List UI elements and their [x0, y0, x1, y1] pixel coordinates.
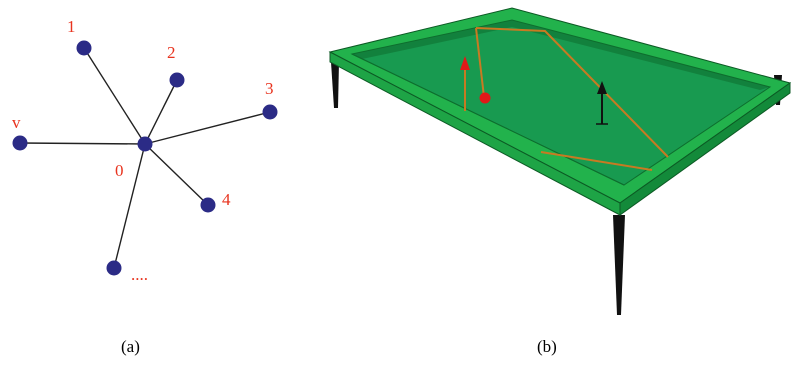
- cushion-back: [352, 20, 512, 59]
- edge-0-more: [113, 143, 146, 269]
- red-arrow-head: [460, 56, 470, 70]
- ball-trajectory-bounces: [475, 27, 669, 158]
- graph-nodes: [12, 40, 278, 276]
- graph-labels: 0 1 2 3 v 4 ....: [12, 17, 274, 284]
- label-node-more: ....: [131, 265, 148, 284]
- panel-b-billiard-table: (b): [328, 7, 792, 356]
- ball-trajectory-lower: [540, 151, 653, 171]
- edge-0-4: [144, 143, 209, 206]
- node-v: [12, 135, 28, 151]
- caption-a: (a): [121, 337, 140, 356]
- node-1: [76, 40, 92, 56]
- edge-0-1: [83, 47, 146, 145]
- leg-front: [613, 215, 625, 315]
- red-ball: [479, 92, 491, 104]
- label-node-0: 0: [115, 161, 124, 180]
- graph-edges: [19, 47, 271, 269]
- ball-trajectory: [475, 27, 485, 98]
- label-node-v: v: [12, 113, 21, 132]
- cushion-right: [512, 20, 770, 90]
- edge-0-2: [144, 79, 178, 145]
- table-frame-right-side: [619, 82, 791, 216]
- node-more: [106, 260, 122, 276]
- edge-0-v: [19, 142, 146, 145]
- label-node-2: 2: [167, 43, 176, 62]
- black-arrow-head: [597, 81, 607, 94]
- node-4: [200, 197, 216, 213]
- node-3: [262, 104, 278, 120]
- label-node-3: 3: [265, 79, 274, 98]
- caption-b: (b): [537, 337, 557, 356]
- label-node-1: 1: [67, 17, 76, 36]
- leg-back-left: [331, 62, 339, 108]
- node-2: [169, 72, 185, 88]
- rail-inner-edge: [351, 53, 625, 186]
- node-0: [137, 136, 153, 152]
- edge-0-3: [144, 111, 271, 145]
- label-node-4: 4: [222, 190, 231, 209]
- panel-a-star-graph: 0 1 2 3 v 4 .... (a): [12, 17, 278, 356]
